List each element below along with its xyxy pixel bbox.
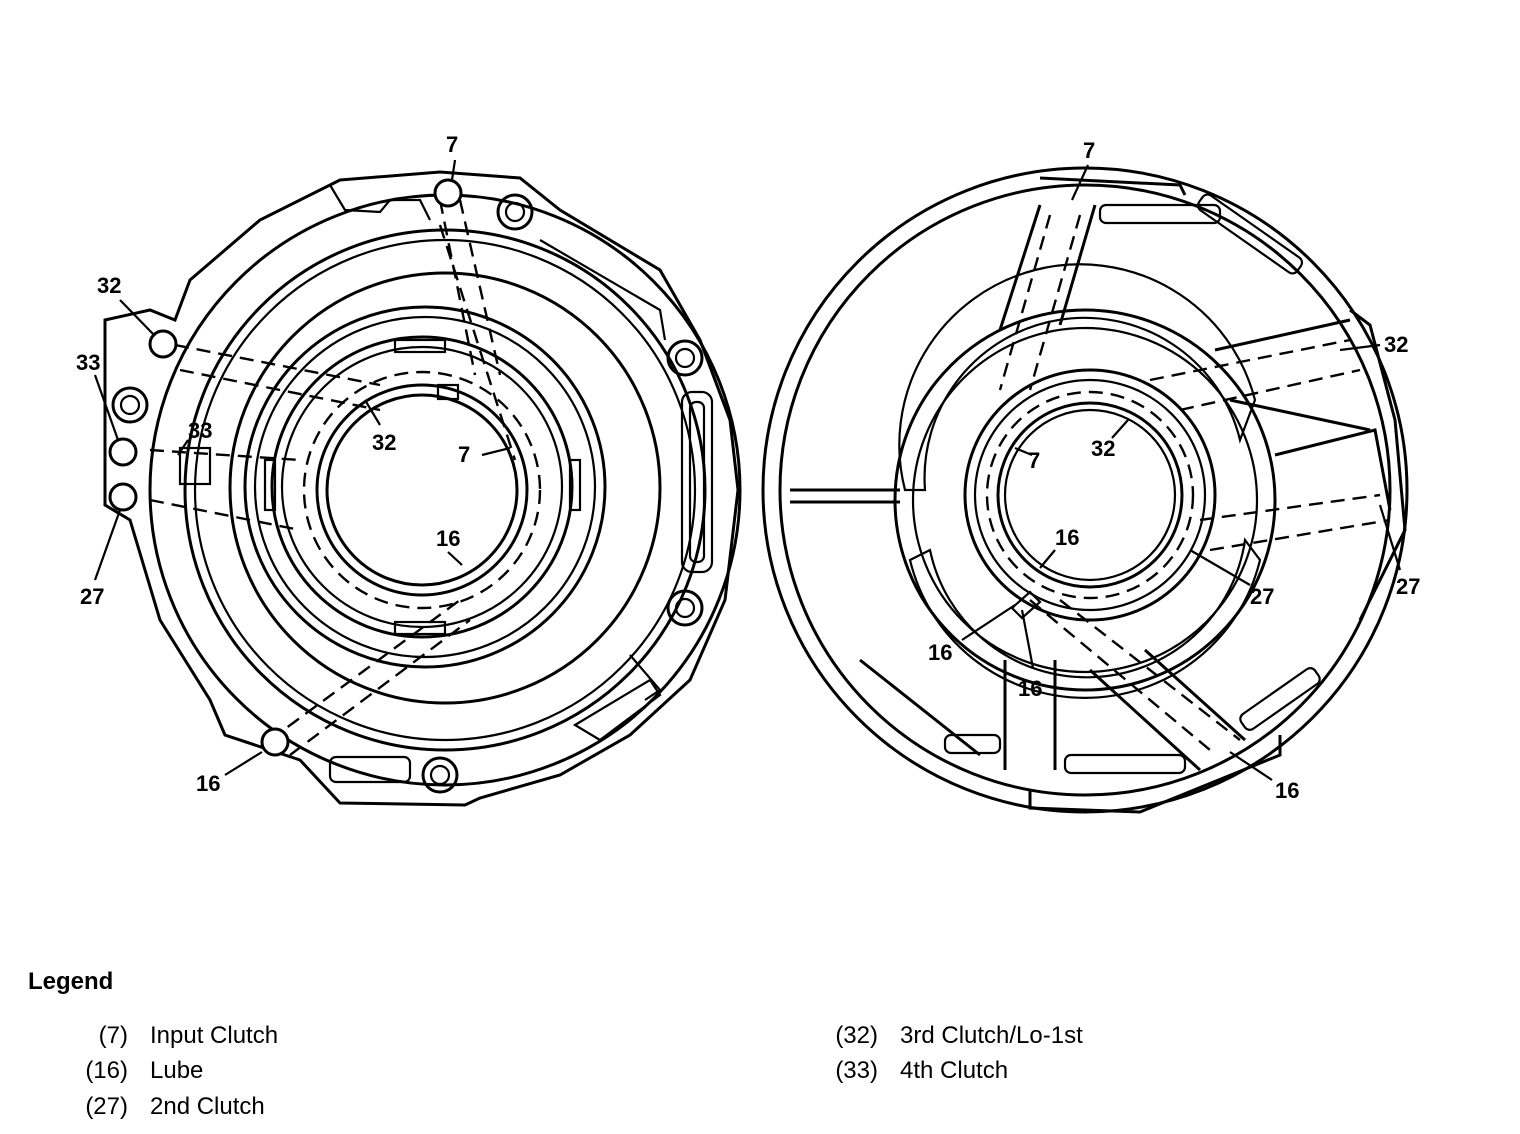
legend-number: (16) (85, 1057, 128, 1085)
callout-label: 27 (80, 584, 104, 609)
callout-label: 16 (1055, 525, 1079, 550)
pump-diagram: 7 32 33 33 27 32 7 16 16 (76, 132, 1420, 814)
legend-item: (32) 3rd Clutch/Lo-1st (820, 1018, 1083, 1054)
legend-item: (16) Lube (70, 1054, 278, 1090)
legend-item: (27) 2nd Clutch (70, 1089, 278, 1125)
legend-label: 4th Clutch (900, 1057, 1009, 1085)
callout-label: 32 (372, 430, 396, 455)
legend-title: Legend (28, 968, 114, 995)
callout-label: 7 (458, 442, 470, 467)
callout-label: 16 (1275, 778, 1299, 803)
callout-label: 7 (1028, 448, 1040, 473)
legend-label: Input Clutch (150, 1021, 279, 1049)
callout-label: 32 (97, 273, 121, 298)
callout-label: 16 (928, 640, 952, 665)
left-pump-view (93, 159, 742, 807)
legend-label: 3rd Clutch/Lo-1st (900, 1021, 1083, 1049)
callout-label: 32 (1384, 332, 1408, 357)
callout-label: 33 (76, 350, 100, 375)
legend-label: Lube (150, 1057, 204, 1085)
legend-number: (33) (835, 1057, 878, 1085)
right-view-callouts: 7 32 27 7 32 16 27 16 16 16 (928, 138, 1420, 803)
callout-label: 32 (1091, 436, 1115, 461)
callout-label: 16 (436, 526, 460, 551)
legend-item: (7) Input Clutch (70, 1018, 278, 1054)
callout-label: 16 (1018, 676, 1042, 701)
legend-column-right: (32) 3rd Clutch/Lo-1st (33) 4th Clutch (820, 1018, 1083, 1090)
legend-number: (32) (835, 1021, 878, 1049)
legend-item: (33) 4th Clutch (820, 1054, 1083, 1090)
right-pump-view (761, 164, 1409, 814)
callout-label: 7 (1083, 138, 1095, 163)
callout-label: 33 (188, 418, 212, 443)
callout-label: 16 (196, 771, 220, 796)
callout-label: 27 (1250, 584, 1274, 609)
callout-label: 7 (446, 132, 458, 157)
legend-column-left: (7) Input Clutch (16) Lube (27) 2nd Clut… (70, 1018, 278, 1125)
legend-label: 2nd Clutch (150, 1092, 265, 1120)
left-view-callouts: 7 32 33 33 27 32 7 16 16 (76, 132, 470, 796)
legend-number: (7) (98, 1021, 128, 1049)
callout-label: 27 (1396, 574, 1420, 599)
legend-number: (27) (85, 1092, 128, 1120)
